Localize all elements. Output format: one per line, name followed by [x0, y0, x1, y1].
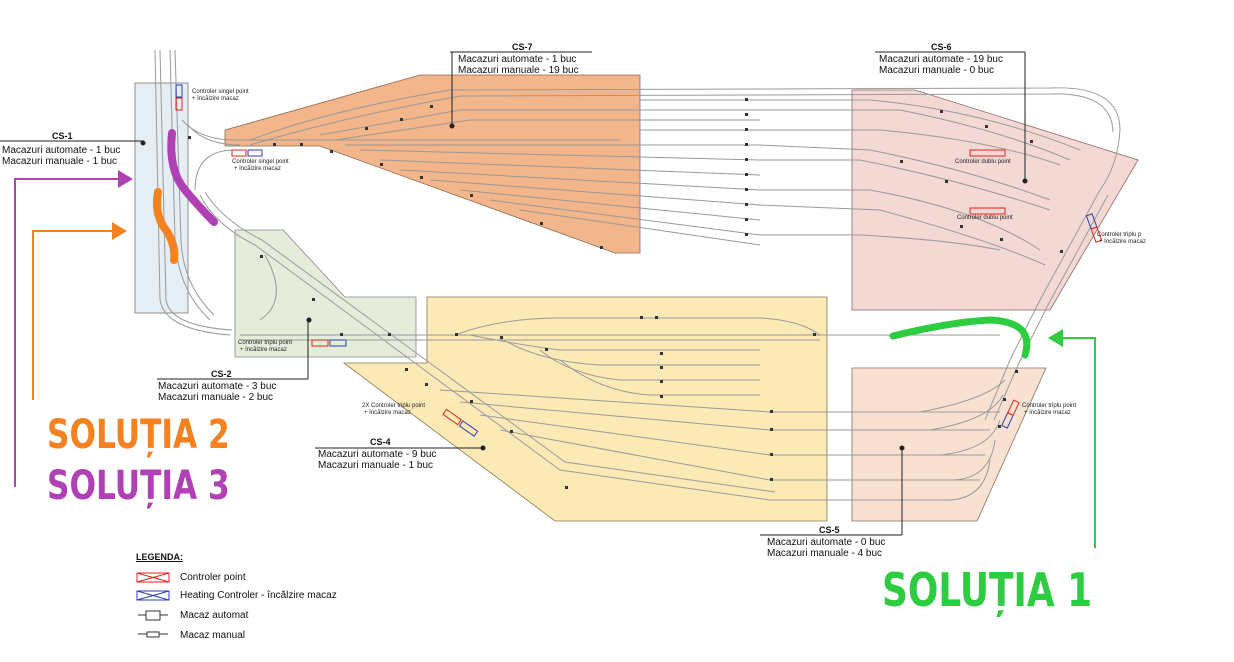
controller-boxes [175, 84, 1103, 437]
rail-tracks [154, 49, 1121, 501]
solution-1-label: SOLUȚIA 1 [882, 563, 1093, 617]
solution-3-highlight [167, 129, 218, 226]
solution-1-highlight [889, 316, 1031, 359]
solution-2-highlight [153, 188, 179, 264]
cs5-manual: Macazuri manuale - 4 buc [767, 548, 883, 559]
cs1-manual: Macazuri manuale - 1 buc [2, 156, 118, 167]
solution-2-label: SOLUȚIA 2 [47, 412, 230, 458]
controller-cs4-label-2: + încălzire macaz [364, 410, 411, 416]
cs5-title: CS-5 [819, 525, 840, 535]
controller-cs4-icon [442, 408, 479, 437]
controller-cs5-label-2: + încălzire macaz [1024, 410, 1071, 416]
leader-lines [0, 51, 1028, 536]
macaz-manual-icon [138, 631, 168, 638]
cs6-title: CS-6 [931, 42, 952, 52]
solution-1-arrow [1048, 329, 1096, 548]
legend-title: LEGENDA: [136, 552, 183, 562]
switch-markers [188, 98, 1063, 489]
cs4-auto: Macazuri automate - 9 buc [318, 449, 437, 460]
cs7-auto: Macazuri automate - 1 buc [458, 54, 577, 65]
cs6-manual: Macazuri manuale - 0 buc [879, 65, 995, 76]
controller-cs2-label-1: Controler triplu point [238, 340, 293, 346]
controller-cs7-icon [231, 149, 263, 157]
controller-cs5-label-1: Controler triplu point [1022, 403, 1077, 409]
cs7-title: CS-7 [512, 42, 533, 52]
controller-cs6b-label: Controler dublu point [957, 215, 1013, 221]
legend-item-controller-point: Controler point [180, 572, 246, 583]
cs7-manual: Macazuri manuale - 19 buc [458, 65, 579, 76]
solution-2-3-arrows [14, 170, 133, 487]
legend-item-macaz-automat: Macaz automat [180, 610, 249, 621]
cs1-title: CS-1 [52, 131, 73, 141]
controller-cs7-label-2: + încălzire macaz [234, 166, 281, 172]
zone-cs4 [342, 296, 828, 522]
controller-cs6c-icon [1085, 213, 1103, 243]
legend-item-heating-controller: Heating Controler - încălzire macaz [180, 590, 337, 601]
controller-cs6c-label-1: Controler triplu p [1097, 232, 1142, 238]
heating-controller-icon [136, 590, 170, 601]
zone-cs2 [234, 229, 417, 358]
cs5-auto: Macazuri automate - 0 buc [767, 537, 886, 548]
controller-cs2-label-2: + încălzire macaz [240, 347, 287, 353]
cs2-manual: Macazuri manuale - 2 buc [158, 392, 274, 403]
solution-3-label: SOLUȚIA 3 [47, 463, 230, 509]
controller-point-icon [136, 572, 170, 583]
controller-cs1-label-2: + încălzire macaz [192, 96, 239, 102]
cs4-title: CS-4 [370, 437, 391, 447]
controller-cs6c-label-2: + încălzire macaz [1099, 239, 1146, 245]
cs2-title: CS-2 [211, 369, 232, 379]
controller-cs5-icon [1001, 399, 1020, 429]
controller-cs1-label-1: Controler singel point [192, 89, 249, 95]
controller-cs6a-icon [969, 149, 1006, 157]
controller-cs4-label-1: 2X Controler triplu point [362, 403, 426, 409]
legend-icons [136, 572, 170, 638]
cs2-auto: Macazuri automate - 3 buc [158, 381, 277, 392]
cs1-auto: Macazuri automate - 1 buc [2, 145, 121, 156]
controller-cs6b-icon [969, 207, 1006, 215]
controller-cs6a-label: Controler dublu point [955, 159, 1011, 165]
controller-cs2-icon [311, 339, 347, 347]
controller-cs1-icon [175, 84, 183, 111]
legend-item-macaz-manual: Macaz manual [180, 630, 246, 641]
cs6-auto: Macazuri automate - 19 buc [879, 54, 1003, 65]
cs4-manual: Macazuri manuale - 1 buc [318, 460, 434, 471]
controller-cs7-label-1: Controler singel point [232, 159, 289, 165]
macaz-automat-icon [138, 610, 168, 621]
zone-cs5 [851, 367, 1047, 522]
